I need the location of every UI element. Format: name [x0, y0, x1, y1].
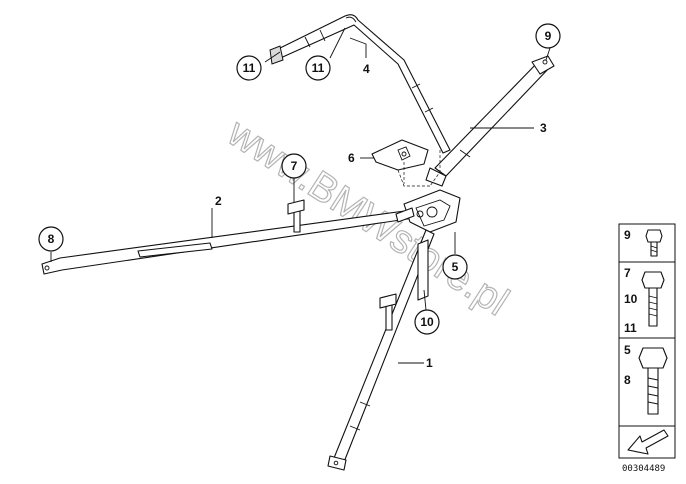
legend-box-2-num-3: 11 — [624, 321, 637, 335]
callout-10-label: 10 — [420, 315, 434, 329]
callout-5: 5 — [442, 254, 468, 280]
callout-5-label: 5 — [452, 260, 459, 274]
callout-11-right: 11 — [305, 55, 331, 81]
bolt-large-icon — [638, 347, 668, 415]
label-4: 4 — [363, 62, 370, 76]
bolt-small-icon — [645, 229, 663, 257]
callout-8: 8 — [38, 226, 64, 252]
callout-7-label: 7 — [291, 159, 298, 173]
label-2: 2 — [215, 194, 222, 208]
callout-9: 9 — [535, 23, 561, 49]
legend-box-3-num-2: 8 — [624, 373, 631, 387]
image-number: 00304489 — [622, 464, 665, 474]
callout-11a-label: 11 — [243, 61, 256, 75]
central-junction-bracket — [395, 189, 461, 233]
callout-10: 10 — [414, 309, 440, 335]
legend-box-2-num-2: 10 — [624, 292, 638, 306]
part-2-horizontal-strut — [41, 199, 415, 275]
label-1: 1 — [426, 356, 433, 370]
legend-box-3-num-1: 5 — [624, 343, 631, 357]
part-6-bracket-plate — [371, 139, 441, 187]
callout-11-left: 11 — [236, 55, 262, 81]
fastener-legend: 9 7 10 11 5 8 — [618, 223, 676, 474]
label-3: 3 — [540, 121, 547, 135]
label-6: 6 — [348, 151, 355, 165]
install-arrow-icon — [627, 429, 669, 455]
legend-box-2-num-1: 7 — [624, 266, 631, 280]
part-4-upper-strut — [269, 14, 451, 154]
part-3-diagonal-strut — [425, 55, 555, 187]
bolt-medium-icon — [641, 271, 665, 327]
legend-box-1 — [618, 223, 676, 263]
callout-7: 7 — [281, 153, 307, 179]
callout-8-label: 8 — [48, 232, 55, 246]
part-1-lower-strut — [327, 229, 435, 471]
legend-box-1-num: 9 — [624, 228, 631, 242]
callout-9-label: 9 — [545, 29, 552, 43]
leader-lines — [50, 27, 551, 364]
callout-11b-label: 11 — [312, 61, 325, 75]
